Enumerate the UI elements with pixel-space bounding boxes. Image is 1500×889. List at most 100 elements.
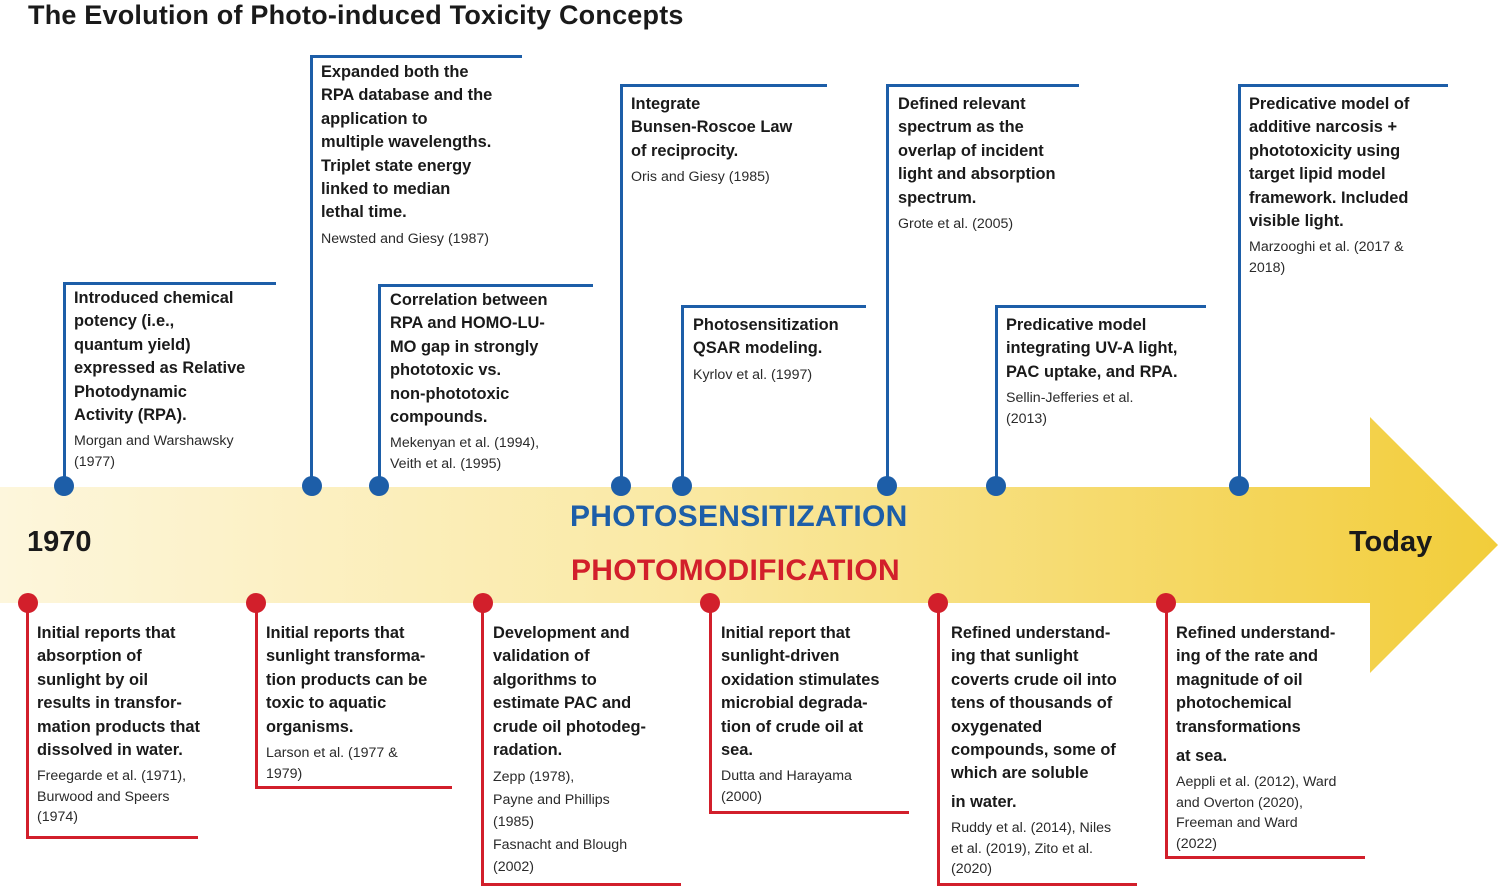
text-line: 2018)	[1249, 259, 1286, 276]
photosensitization-event: Integrate Bunsen-Roscoe Law of reciproci…	[631, 93, 792, 188]
text-line: crude oil photodeg-	[493, 717, 646, 736]
text-line: Predicative model	[1006, 316, 1147, 334]
text-line: of reciprocity.	[631, 141, 739, 160]
text-line: tion of crude oil at	[721, 717, 864, 736]
text-line: linked to median	[321, 180, 451, 199]
timeline-connector	[886, 84, 1079, 87]
text-line: oxidation stimulates	[721, 670, 880, 689]
text-line: compounds.	[390, 408, 488, 427]
timeline-arrow	[0, 417, 1498, 673]
text-line: (2022)	[1176, 835, 1218, 852]
event-reference: Mekenyan et al. (1994), Veith et al. (19…	[390, 433, 548, 474]
photomodification-event: Refined understand- ing that sunlight co…	[951, 622, 1117, 880]
timeline-connector	[1238, 84, 1241, 486]
timeline-connector	[63, 282, 66, 486]
timeline-connector	[1165, 856, 1365, 859]
text-line: multiple wavelengths.	[321, 133, 492, 152]
text-line: radation.	[493, 741, 563, 760]
timeline-marker	[672, 476, 692, 496]
event-reference: Dutta and Harayama (2000)	[721, 766, 879, 807]
text-line: Development and	[493, 624, 630, 642]
event-description: Integrate Bunsen-Roscoe Law of reciproci…	[631, 93, 792, 163]
event-reference: Marzooghi et al. (2017 & 2018)	[1249, 237, 1409, 278]
event-description: Expanded both the RPA database and the a…	[321, 61, 492, 225]
event-description: Predicative model integrating UV-A light…	[1006, 314, 1178, 384]
timeline-connector	[255, 786, 452, 789]
text-line: Fasnacht and Blough	[493, 836, 628, 853]
text-line: Integrate	[631, 95, 701, 113]
event-reference: Sellin-Jefferies et al. (2013)	[1006, 388, 1178, 429]
text-line: application to	[321, 109, 428, 128]
timeline-connector	[255, 603, 258, 789]
timeline-connector	[681, 305, 866, 308]
event-reference: Grote et al. (2005)	[898, 214, 1056, 235]
text-line: MO gap in strongly	[390, 337, 539, 356]
text-line: estimate PAC and	[493, 694, 632, 713]
timeline-connector	[620, 84, 827, 87]
event-description: Refined understand- ing of the rate and …	[1176, 622, 1336, 768]
text-line: in water.	[951, 792, 1017, 811]
text-line: Grote et al. (2005)	[898, 216, 1014, 233]
timeline-connector	[26, 603, 29, 839]
text-line: Refined understand-	[1176, 624, 1336, 642]
event-description: Correlation between RPA and HOMO-LU- MO …	[390, 289, 548, 429]
text-line: Freeman and Ward	[1176, 815, 1298, 832]
text-line: Photodynamic	[74, 382, 187, 401]
text-line: sunlight transforma-	[266, 647, 426, 666]
text-line: coverts crude oil into	[951, 670, 1117, 689]
text-line: target lipid model	[1249, 165, 1386, 184]
timeline-connector	[886, 84, 889, 486]
text-line: potency (i.e.,	[74, 312, 175, 331]
timeline-connector	[995, 305, 1206, 308]
timeline-connector	[481, 603, 484, 886]
text-line: microbial degrada-	[721, 694, 868, 713]
event-description: Initial reports that absorption of sunli…	[37, 622, 200, 762]
text-line: Initial report that	[721, 624, 851, 642]
timeline-start-label: 1970	[27, 526, 92, 558]
timeline-connector	[378, 284, 381, 486]
text-line: tion products can be	[266, 670, 428, 689]
timeline-connector	[1238, 84, 1448, 87]
text-line: Aeppli et al. (2012), Ward	[1176, 774, 1337, 791]
text-line: sunlight-driven	[721, 647, 840, 666]
text-line: Expanded both the	[321, 63, 469, 81]
photosensitization-event: Introduced chemical potency (i.e., quant…	[74, 287, 245, 472]
text-line: Freegarde et al. (1971),	[37, 768, 187, 785]
text-line: results in transfor-	[37, 694, 182, 713]
timeline-connector	[26, 836, 198, 839]
event-reference: Larson et al. (1977 & 1979)	[266, 743, 427, 784]
text-line: dissolved in water.	[37, 741, 183, 760]
event-description: Initial reports that sunlight transforma…	[266, 622, 427, 739]
text-line: Sellin-Jefferies et al.	[1006, 390, 1134, 407]
text-line: integrating UV-A light,	[1006, 339, 1178, 358]
text-line: ing of the rate and	[1176, 647, 1319, 666]
timeline-marker	[877, 476, 897, 496]
event-description: Predicative model of additive narcosis +…	[1249, 93, 1409, 233]
text-line: overlap of incident	[898, 141, 1044, 160]
text-line: Defined relevant	[898, 95, 1026, 113]
photomodification-event: Initial report that sunlight-driven oxid…	[721, 622, 879, 807]
text-line: RPA and HOMO-LU-	[390, 314, 545, 333]
text-line: which are soluble	[951, 764, 1089, 783]
event-reference: Ruddy et al. (2014), Niles et al. (2019)…	[951, 818, 1117, 880]
photomodification-event: Initial reports that sunlight transforma…	[266, 622, 427, 784]
text-line: Initial reports that	[37, 624, 176, 642]
event-reference: Oris and Giesy (1985)	[631, 167, 792, 188]
text-line: Photosensitization	[693, 316, 839, 334]
text-line: phototoxicity using	[1249, 141, 1401, 160]
text-line: (2013)	[1006, 410, 1048, 427]
text-line: Ruddy et al. (2014), Niles	[951, 820, 1112, 837]
text-line: Payne and Phillips	[493, 791, 610, 808]
text-line: photochemical	[1176, 694, 1292, 713]
timeline-connector	[63, 282, 276, 285]
timeline-end-label: Today	[1349, 526, 1433, 558]
event-description: Introduced chemical potency (i.e., quant…	[74, 287, 245, 427]
timeline-connector	[481, 883, 681, 886]
photosensitization-event: Defined relevant spectrum as the overlap…	[898, 93, 1056, 235]
text-line: Predicative model of	[1249, 95, 1410, 113]
text-line: sunlight by oil	[37, 670, 149, 689]
text-line: (2000)	[721, 788, 763, 805]
timeline-connector	[681, 305, 684, 486]
text-line: non-phototoxic	[390, 384, 510, 403]
text-line: Refined understand-	[951, 624, 1111, 642]
